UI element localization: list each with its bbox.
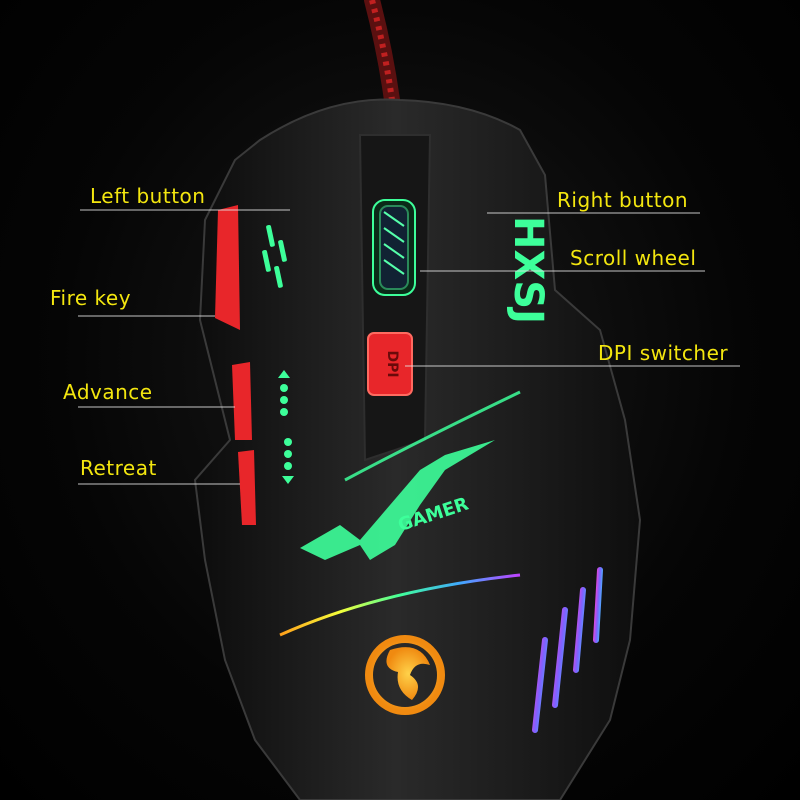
label-left-button: Left button — [90, 184, 206, 208]
label-right-button: Right button — [557, 188, 688, 212]
retreat-indicator-icon — [282, 438, 294, 484]
scroll-wheel — [372, 199, 416, 296]
led-strip-upper — [344, 390, 521, 482]
leader-lines — [78, 209, 740, 485]
dragon-logo-icon — [365, 635, 445, 715]
label-fire-key: Fire key — [50, 286, 132, 310]
label-advance: Advance — [63, 380, 153, 404]
dpi-button-text: DPI — [384, 350, 400, 377]
label-retreat: Retreat — [80, 456, 157, 480]
led-slash-marks — [262, 224, 287, 288]
cable-braid — [369, 0, 399, 136]
left-button-red-strip — [215, 205, 240, 330]
retreat-button-red — [238, 450, 256, 525]
side-vent-lights — [532, 567, 603, 733]
advance-indicator-icon — [278, 370, 290, 416]
label-scroll-wheel: Scroll wheel — [570, 246, 697, 270]
center-channel — [358, 134, 432, 462]
advance-button-red — [232, 362, 252, 440]
side-brand-text: HXSJ — [505, 216, 551, 324]
label-dpi-switcher: DPI switcher — [598, 341, 729, 365]
led-strip-lower — [279, 573, 521, 637]
dpi-button: DPI — [367, 332, 413, 396]
